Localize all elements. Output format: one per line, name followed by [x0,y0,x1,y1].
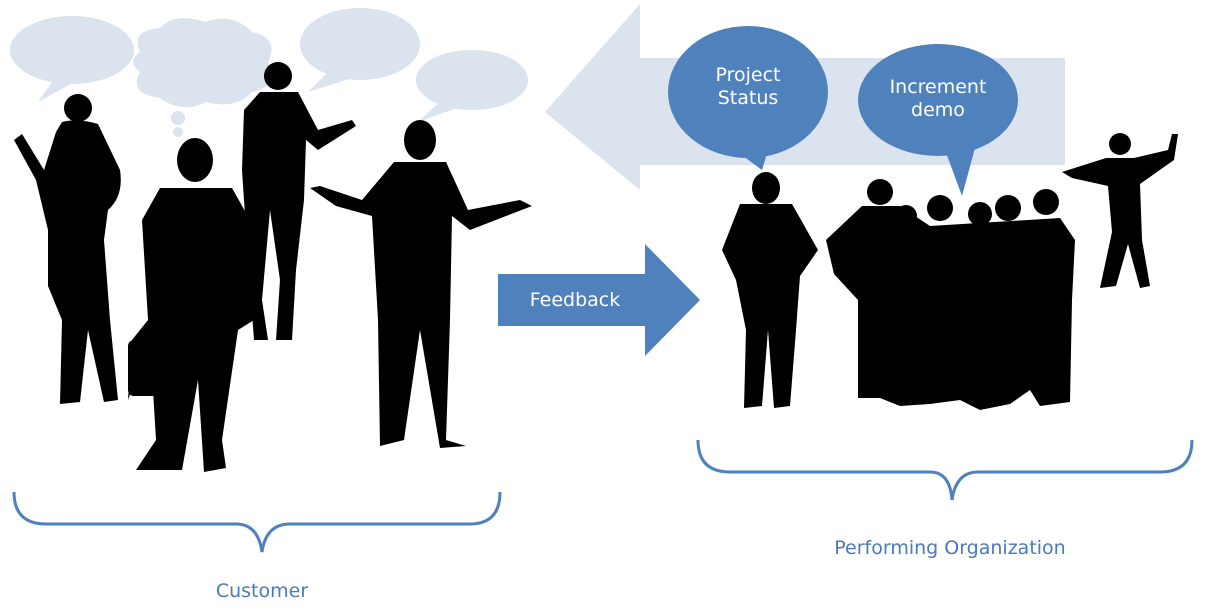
customer-man-shrugging-silhouette [310,120,532,448]
project-status-line-1: Project [715,64,781,86]
feedback-arrow [498,244,700,356]
speech-bubble-1 [10,16,134,84]
project-status-label: Project Status [688,64,808,110]
customer-brace [12,491,502,553]
feedback-label: Feedback [529,289,621,311]
increment-demo-label: Increment demo [868,76,1008,122]
performing-organization-label: Performing Organization [834,537,1066,559]
customer-speech-bubbles [10,8,528,137]
increment-demo-line-2: demo [911,98,965,121]
customer-man-briefcase-silhouette [128,138,254,472]
customer-woman-silhouette [14,94,121,405]
speech-bubble-2 [300,8,420,80]
customer-silhouettes [14,62,532,472]
presenter-silhouette [1062,133,1178,288]
increment-demo-line-1: Increment [889,76,987,98]
thought-cloud [133,18,272,108]
organization-brace [696,439,1194,501]
increment-demo-bubble [858,44,1018,196]
manager-silhouette [722,172,818,408]
project-status-line-2: Status [717,86,779,109]
customer-label: Customer [215,580,309,602]
project-status-bubble [668,26,828,170]
team-group-silhouette [826,179,1075,410]
speech-bubble-3 [416,50,528,110]
customer-woman-standing-silhouette [242,62,356,340]
organization-silhouettes [722,133,1178,410]
